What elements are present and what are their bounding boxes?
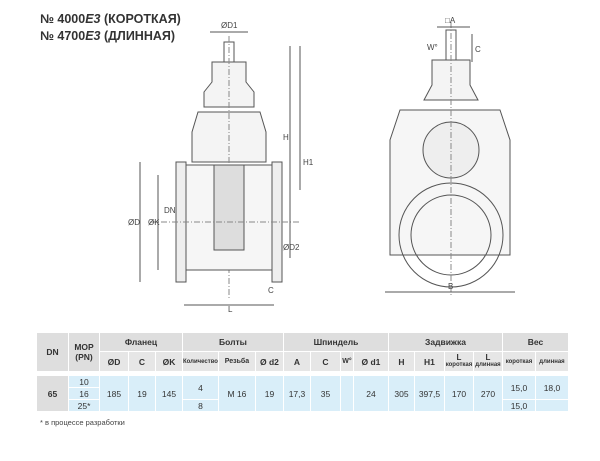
col-ok: ØK xyxy=(156,352,182,371)
header-spindle: Шпиндель xyxy=(283,333,388,351)
cell-pn: 25* xyxy=(69,400,99,411)
cell-weight-long xyxy=(535,400,568,411)
cell-weight-short: 15,0 xyxy=(502,376,535,399)
cell-weight-long: 18,0 xyxy=(535,376,568,399)
header-flange: Фланец xyxy=(100,333,182,351)
cell-dn: 65 xyxy=(37,376,68,411)
cell-a: 17,3 xyxy=(283,376,310,411)
cell-ok: 145 xyxy=(156,376,182,411)
col-spindle-c: C xyxy=(310,352,340,371)
label-b: B xyxy=(448,282,453,291)
cell-h: 305 xyxy=(388,376,414,411)
label-c-left: C xyxy=(268,286,274,295)
cell-w xyxy=(340,376,353,411)
cell-spindle-c: 35 xyxy=(310,376,340,411)
col-w: W° xyxy=(340,352,353,371)
cell-l-short: 170 xyxy=(444,376,473,411)
cell-od2: 19 xyxy=(255,376,283,411)
col-thread: Резьба xyxy=(218,352,255,371)
header-bolts: Болты xyxy=(183,333,283,351)
cell-weight-short: 15,0 xyxy=(502,400,535,411)
cell-pn: 10 xyxy=(69,376,99,387)
cell-od1: 24 xyxy=(353,376,388,411)
spec-table: DN МОР(PN) Фланец Болты Шпиндель Задвижк… xyxy=(36,332,569,412)
cell-thread: M 16 xyxy=(218,376,255,411)
cell-bolt-count: 8 xyxy=(183,400,218,411)
label-d1: ØD1 xyxy=(221,21,238,30)
col-od1: Ø d1 xyxy=(353,352,388,371)
model-title-long: № 4700E3 (ДЛИННАЯ) xyxy=(40,29,176,43)
label-h1: H1 xyxy=(303,158,314,167)
col-weight-long: длинная xyxy=(535,352,568,371)
cell-h1: 397,5 xyxy=(414,376,444,411)
label-d: ØD xyxy=(128,218,140,227)
label-c-right: C xyxy=(475,45,481,54)
header-valve: Задвижка xyxy=(388,333,502,351)
cell-bolt-count: 4 xyxy=(183,376,218,399)
cell-pn: 16 xyxy=(69,388,99,399)
label-a: □A xyxy=(445,16,456,25)
label-h: H xyxy=(283,133,289,142)
col-h1: H1 xyxy=(414,352,444,371)
valve-drawings: ØD1 H H1 ØD ØK DN ØD2 C L □A W° C B xyxy=(128,16,515,314)
front-section-drawing xyxy=(385,22,515,295)
side-section-drawing xyxy=(139,31,301,306)
cell-c: 19 xyxy=(129,376,155,411)
col-od2: Ø d2 xyxy=(255,352,283,371)
header-dn: DN xyxy=(37,333,68,371)
col-a: A xyxy=(283,352,310,371)
label-k: ØK xyxy=(148,218,160,227)
cell-od: 185 xyxy=(100,376,128,411)
col-bolt-count: Количество xyxy=(183,352,218,371)
header-weight: Вес xyxy=(502,333,568,351)
footnote: * в процессе разработки xyxy=(40,418,125,427)
label-d2: ØD2 xyxy=(283,243,300,252)
label-dn: DN xyxy=(164,206,176,215)
header-mop: МОР(PN) xyxy=(69,333,99,371)
col-od: ØD xyxy=(100,352,128,371)
label-l: L xyxy=(228,305,233,314)
col-c: C xyxy=(129,352,155,371)
col-h: H xyxy=(388,352,414,371)
cell-l-long: 270 xyxy=(473,376,502,411)
model-title-short: № 4000E3 (КОРОТКАЯ) xyxy=(40,12,181,26)
col-weight-short: короткая xyxy=(502,352,535,371)
table-row: 65 10 185 19 145 4 M 16 19 17,3 35 24 30… xyxy=(37,376,568,411)
label-w: W° xyxy=(427,43,438,52)
